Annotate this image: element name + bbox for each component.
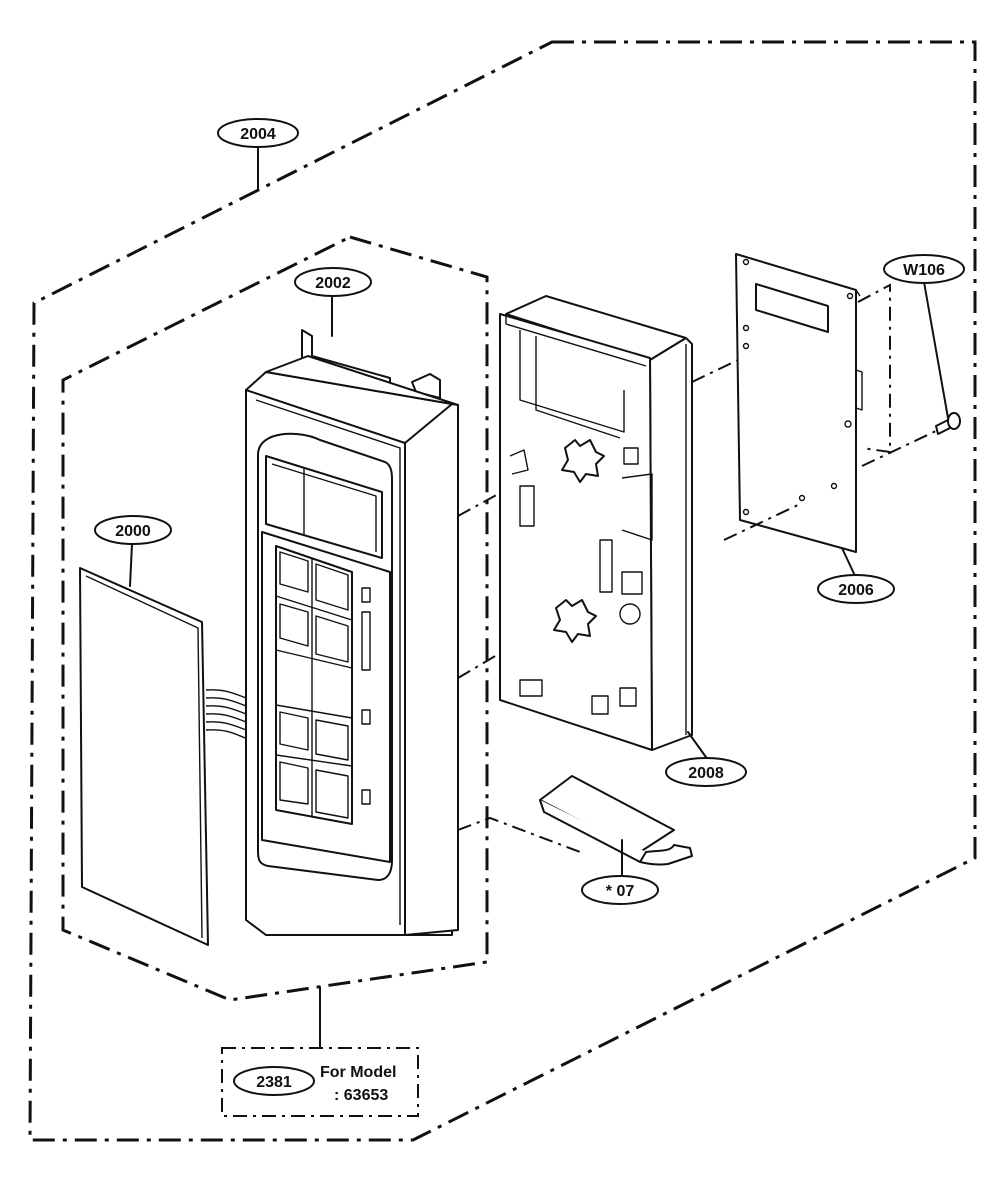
callout-2006: 2006: [817, 574, 895, 604]
callout-2000: 2000: [94, 515, 172, 545]
screw-alignment-line: [861, 429, 939, 467]
callout-2002-text: 2002: [315, 275, 351, 292]
pcb-board-2006: [735, 253, 863, 553]
callout-2008-text: 2008: [688, 765, 724, 782]
callout-2002: 2002: [294, 267, 372, 297]
leader-2008: [687, 731, 709, 761]
frame-holder-2008: [499, 295, 693, 751]
model-note-box: [221, 1047, 419, 1117]
frame-to-board-line: [691, 359, 739, 383]
callout-2381-text: 2381: [256, 1074, 292, 1091]
callout-2006-text: 2006: [838, 582, 874, 599]
model-note-line1: For Model: [320, 1064, 396, 1081]
screw-w106: [935, 412, 961, 435]
board-bracket-line: [857, 283, 891, 454]
callout-2381: 2381: [233, 1066, 315, 1096]
callout-2004-text: 2004: [240, 126, 276, 143]
control-panel-2002: [245, 329, 459, 936]
leader-2000: [129, 543, 133, 587]
callout-2004: 2004: [217, 118, 299, 148]
callout-07: * 07: [581, 875, 659, 905]
subassembly-boundary-2002: [61, 235, 489, 1002]
keypad-keys: [275, 545, 353, 825]
leader-w106: [923, 281, 949, 419]
callout-2000-text: 2000: [115, 523, 151, 540]
callout-w106: W106: [883, 254, 965, 284]
leader-2006: [841, 547, 857, 579]
clip-part-07: [539, 775, 693, 866]
assembly-line-lower: [457, 816, 581, 853]
model-note-line2: : 63653: [334, 1087, 388, 1104]
callout-2008: 2008: [665, 757, 747, 787]
board-lower-line: [723, 503, 801, 541]
assembly-boundary-2004: [28, 40, 977, 1142]
callout-07-text: * 07: [606, 883, 635, 900]
callout-w106-text: W106: [903, 262, 945, 279]
